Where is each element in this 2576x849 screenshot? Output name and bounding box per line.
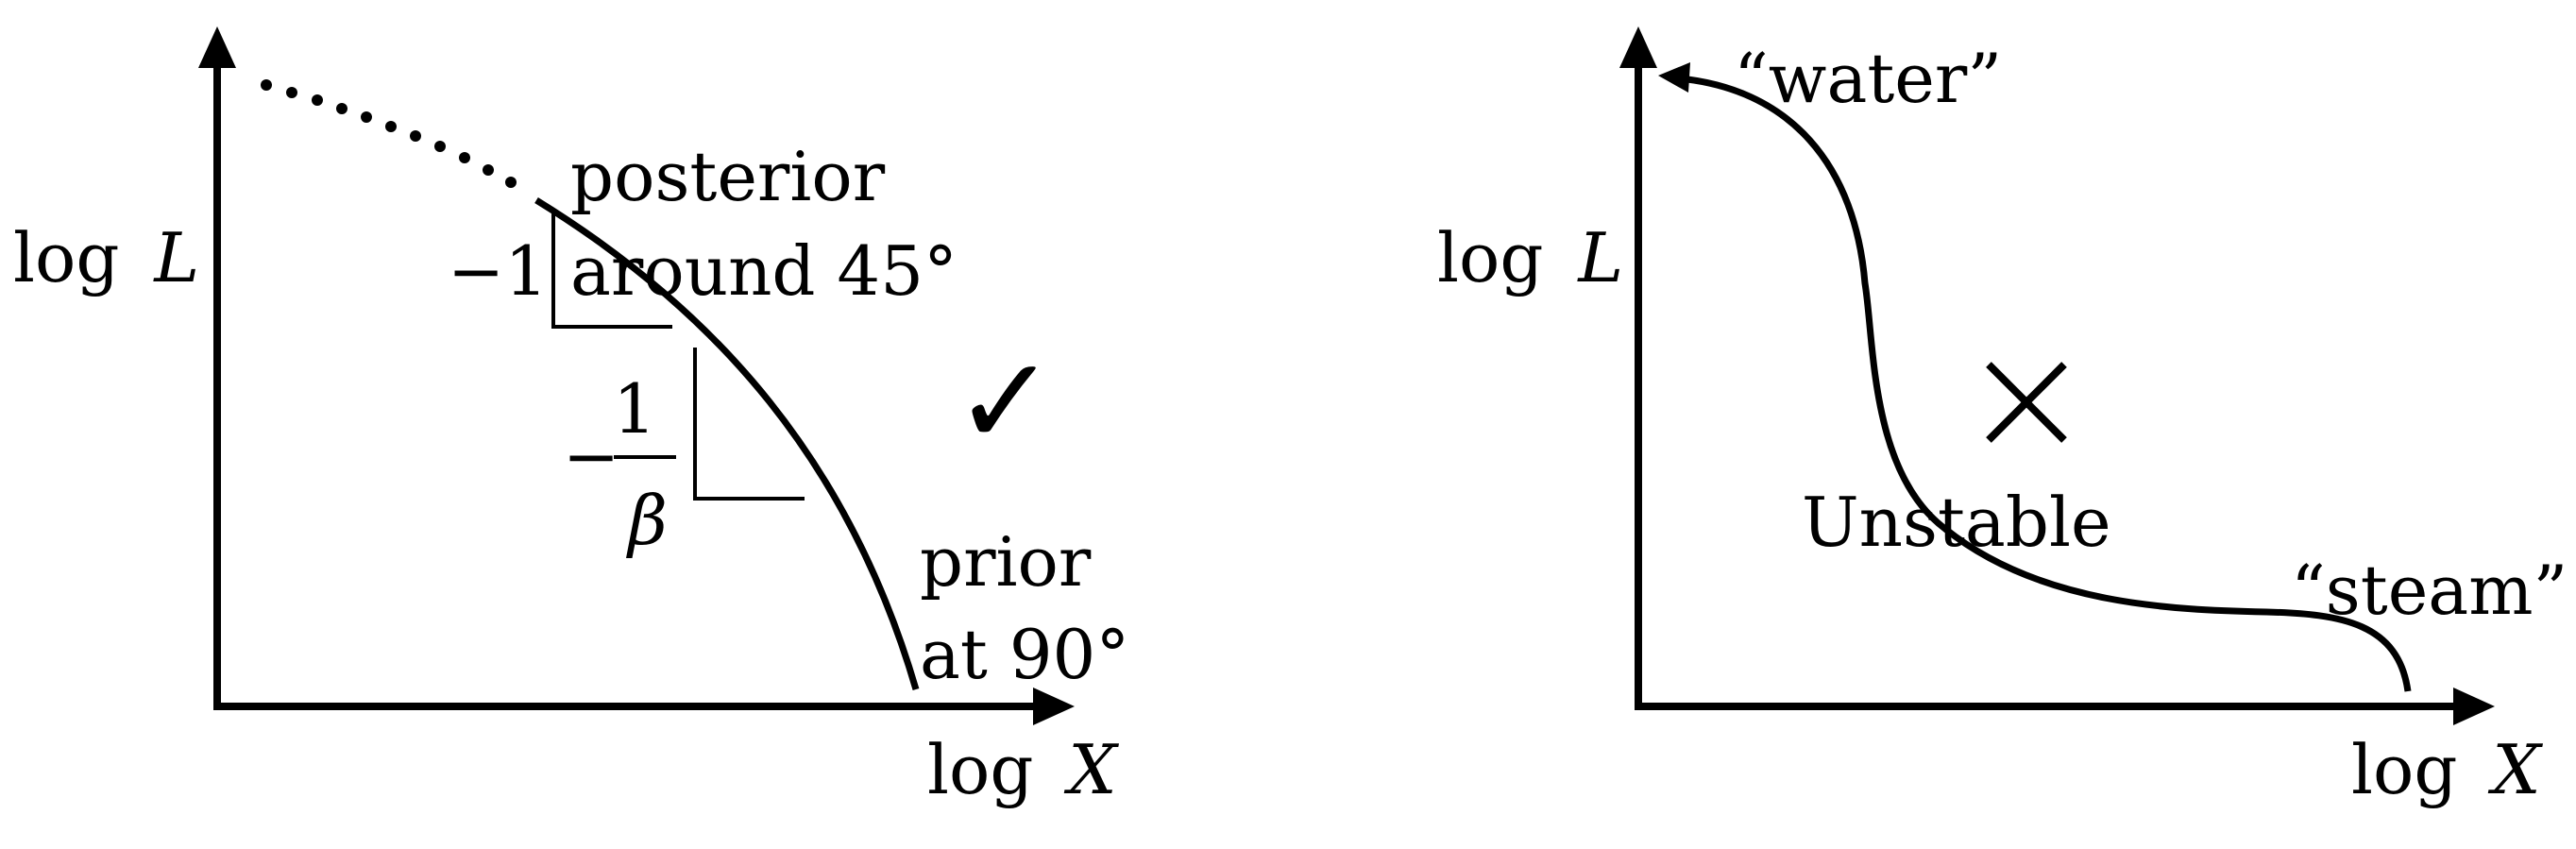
slope-label-minus-one: −1 xyxy=(448,231,548,311)
posterior-label-line2: around 45° xyxy=(570,231,958,311)
unstable-label: Unstable xyxy=(1802,483,2111,562)
left-y-axis-label: log L xyxy=(13,218,199,297)
slope-triangle-minus-one xyxy=(551,212,672,329)
left-panel: log L log X posterior around 45° −1 − 1 … xyxy=(13,26,1129,809)
left-dotted-extension xyxy=(261,79,517,188)
slope-frac-denominator: β xyxy=(625,481,668,560)
steam-label: “steam” xyxy=(2291,551,2568,630)
right-x-axis-arrowhead xyxy=(2453,688,2495,725)
water-label: “water” xyxy=(1734,39,2002,118)
right-panel: log L log X “water” “steam” Unstable ✕ xyxy=(1437,26,2568,809)
slope-frac-numerator: 1 xyxy=(613,369,656,449)
right-curve-arrowhead xyxy=(1658,62,1690,93)
prior-label-line1: prior xyxy=(920,522,1092,602)
check-mark-icon: ✓ xyxy=(954,330,1057,473)
slope-frac-sign: − xyxy=(563,416,619,496)
left-y-axis-arrowhead xyxy=(198,26,236,68)
right-x-axis-label: log X xyxy=(2351,730,2543,809)
right-likelihood-curve xyxy=(1667,73,2412,692)
right-y-axis-label: log L xyxy=(1437,218,1623,297)
slope-triangle-minus-one-over-beta xyxy=(693,348,805,501)
left-x-axis-label: log X xyxy=(927,730,1119,809)
right-y-axis-arrowhead xyxy=(1619,26,1657,68)
cross-mark-icon: ✕ xyxy=(1986,362,2067,443)
left-x-axis-arrowhead xyxy=(1033,688,1075,725)
left-likelihood-curve xyxy=(534,197,920,690)
posterior-label-line1: posterior xyxy=(570,137,886,216)
prior-label-line2: at 90° xyxy=(920,615,1129,694)
